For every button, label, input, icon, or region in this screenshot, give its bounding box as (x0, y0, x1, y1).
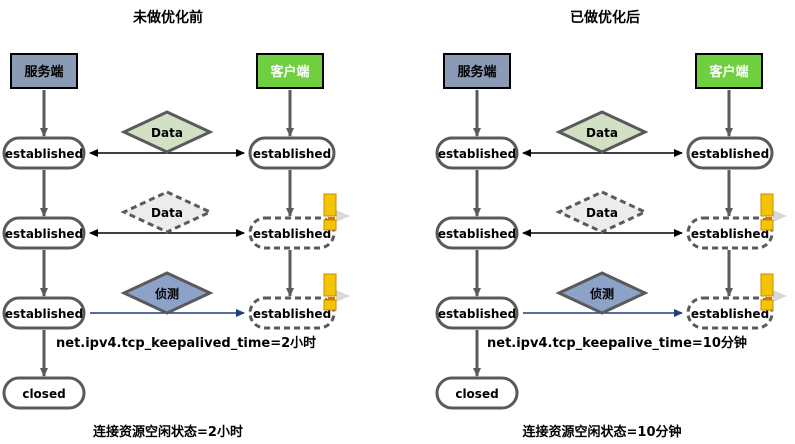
server-label: 服务端 (24, 64, 63, 80)
packet-label: 侦测 (589, 286, 614, 301)
server-box (10, 53, 78, 89)
packet-label: Data (586, 206, 618, 220)
probe-packet-diamond (120, 271, 214, 315)
server-state-node (435, 296, 519, 330)
packet-label: Data (151, 206, 183, 220)
probe-packet-diamond (555, 271, 649, 315)
keepalive-param-text: net.ipv4.tcp_keepalived_time=2小时 (56, 335, 316, 351)
warning-icon (760, 273, 787, 311)
closed-state-label: closed (22, 387, 65, 401)
panel-title: 未做优化前 (133, 9, 203, 26)
data-packet-diamond-dashed (120, 190, 214, 234)
server-state-label: established (438, 147, 516, 161)
server-state-node (435, 136, 519, 170)
panel-title: 已做优化后 (570, 9, 640, 26)
client-state-node-dashed (686, 216, 774, 250)
warning-icon (760, 193, 787, 231)
client-state-label: established (691, 307, 769, 321)
closed-state-node (435, 376, 519, 410)
panel-after: 已做优化后 服务端 客户端 established established Da… (435, 9, 787, 440)
server-state-node (2, 296, 86, 330)
client-state-node-dashed (248, 216, 336, 250)
packet-label: Data (151, 126, 183, 140)
server-state-label: established (438, 307, 516, 321)
client-state-label: established (253, 307, 331, 321)
packet-label: 侦测 (154, 286, 179, 301)
client-state-label: established (253, 227, 331, 241)
client-state-label: established (691, 227, 769, 241)
server-state-label: established (5, 307, 83, 321)
data-packet-diamond (555, 110, 649, 154)
client-state-label: established (691, 147, 769, 161)
client-state-node-dashed (248, 296, 336, 330)
client-state-node (686, 136, 774, 170)
idle-time-footer: 连接资源空闲状态=10分钟 (523, 424, 682, 440)
server-state-label: established (5, 227, 83, 241)
warning-icon (323, 273, 350, 311)
closed-state-label: closed (455, 387, 498, 401)
client-box (256, 53, 324, 89)
idle-time-footer: 连接资源空闲状态=2小时 (93, 424, 243, 440)
data-packet-diamond (120, 110, 214, 154)
data-packet-diamond-dashed (555, 190, 649, 234)
client-box (695, 53, 763, 89)
packet-label: Data (586, 126, 618, 140)
server-state-label: established (5, 147, 83, 161)
warning-icon (323, 193, 350, 231)
client-state-node-dashed (686, 296, 774, 330)
server-label: 服务端 (457, 64, 496, 80)
keepalive-param-text: net.ipv4.tcp_keepalive_time=10分钟 (487, 335, 747, 351)
server-state-node (2, 216, 86, 250)
server-box (443, 53, 511, 89)
server-state-node (435, 216, 519, 250)
client-state-label: established (253, 147, 331, 161)
closed-state-node (2, 376, 86, 410)
client-label: 客户端 (709, 64, 748, 80)
server-state-node (2, 136, 86, 170)
client-label: 客户端 (270, 64, 309, 80)
panel-before: 未做优化前 服务端 客户端 established established Da… (2, 9, 350, 440)
server-state-label: established (438, 227, 516, 241)
client-state-node (248, 136, 336, 170)
